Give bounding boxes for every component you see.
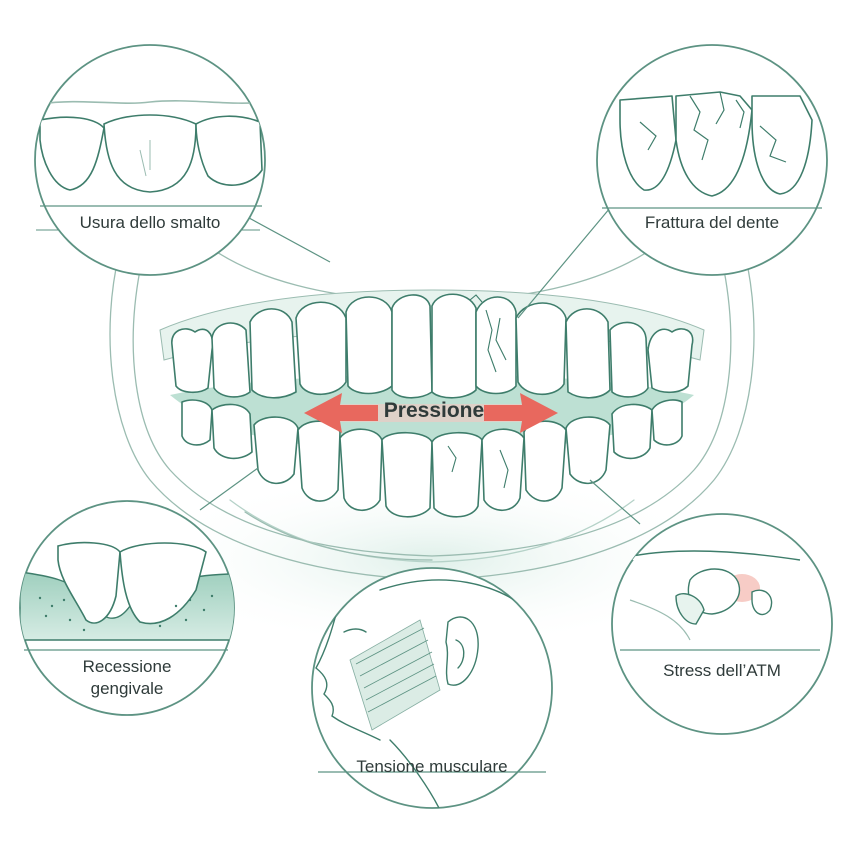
- lower-teeth: [181, 399, 683, 518]
- upper-crack-lines: [469, 294, 507, 373]
- gum-recession-label-line1: Recessione: [82, 657, 172, 676]
- gum-recession-label-line2: gengivale: [90, 679, 164, 698]
- callout-tooth-fracture: [596, 44, 828, 276]
- muscle-tension-label: Tensione musculare: [356, 757, 508, 776]
- arrow-left: [304, 393, 378, 433]
- arrow-right: [484, 393, 558, 433]
- tmj-stress-label: Stress dell’ATM: [663, 661, 781, 680]
- enamel-wear-label: Usura dello smalto: [79, 213, 221, 232]
- callout-muscle-tension: [311, 567, 553, 809]
- gum-recession-label: Recessione gengivale: [40, 656, 214, 700]
- pressure-arrows: [304, 393, 558, 433]
- upper-teeth: [171, 293, 694, 399]
- callout-enamel-wear: [34, 44, 266, 276]
- callout-tmj-stress: [611, 513, 833, 735]
- pressure-label: Pressione: [383, 399, 485, 422]
- callout-gum-recession: [19, 500, 235, 716]
- lower-crack-lines: [447, 445, 509, 489]
- tooth-fracture-label: Frattura del dente: [644, 213, 780, 232]
